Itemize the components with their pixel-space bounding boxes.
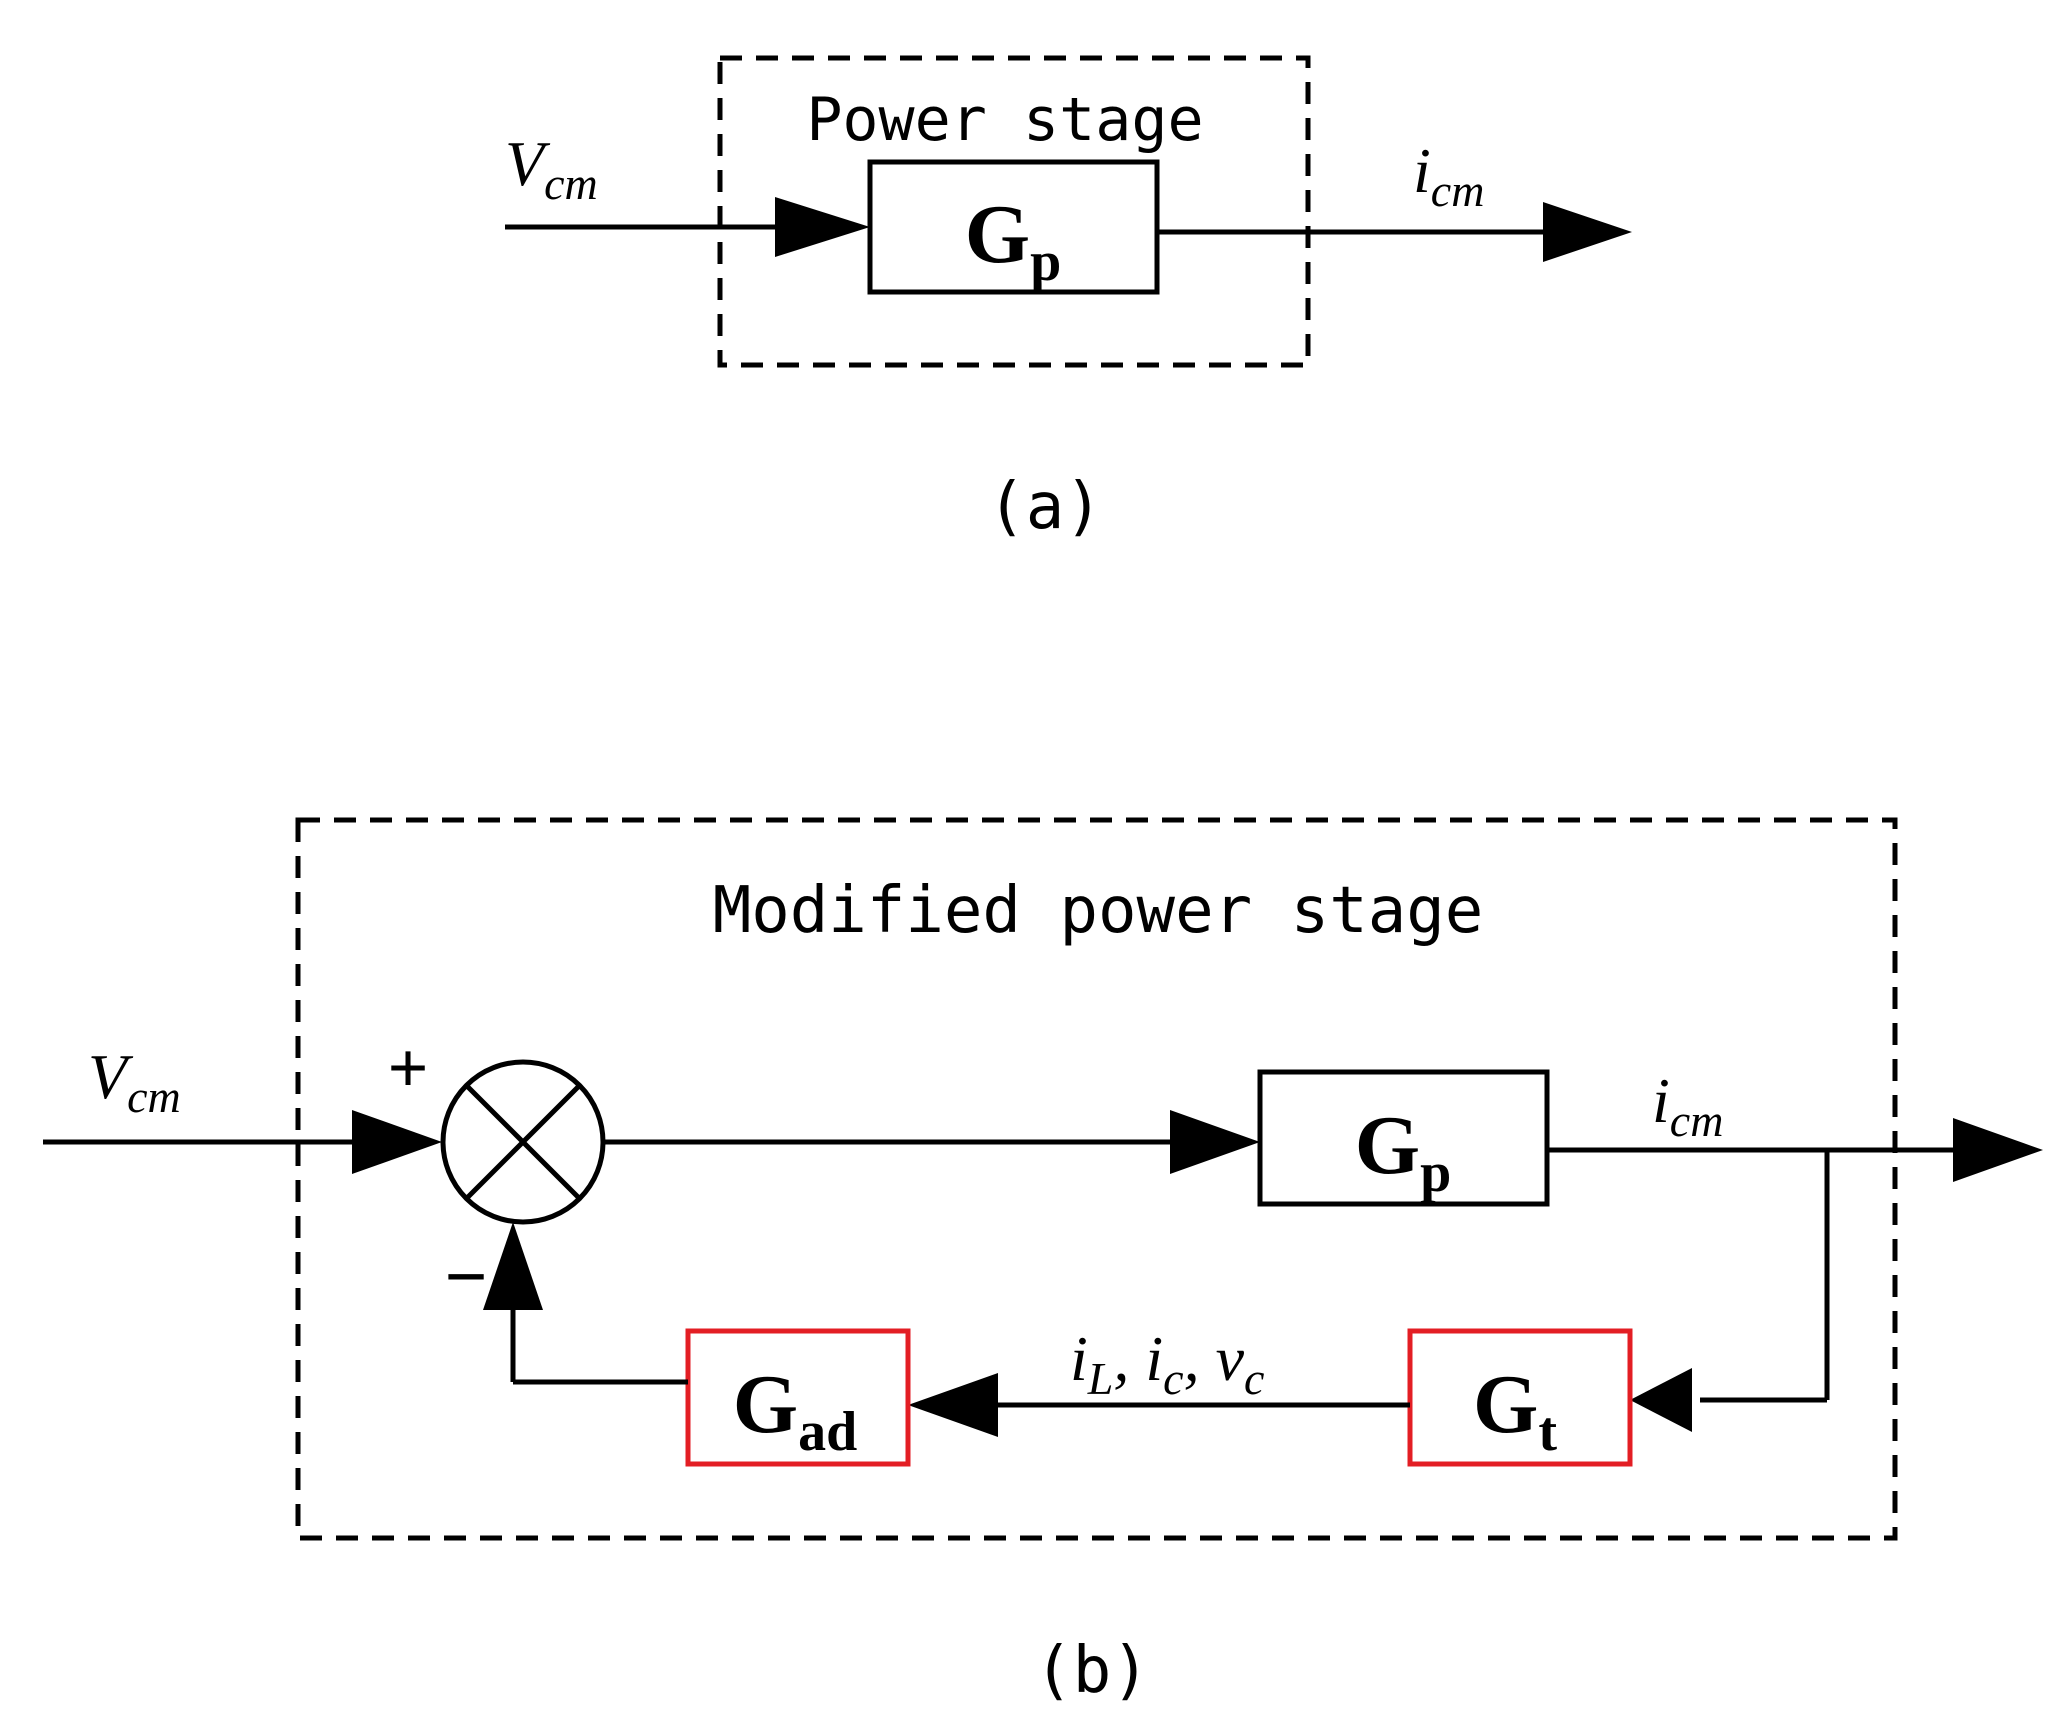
caption-b: (b) — [1034, 1634, 1150, 1708]
diagram-b: Modified power stage Vcm + − Gp icm — [43, 817, 2043, 1708]
input-label-b: Vcm — [88, 1041, 181, 1122]
feedback-signals-label: iL, ic, vc — [1070, 1323, 1264, 1404]
modified-power-stage-title: Modified power stage — [713, 874, 1484, 948]
gad-block — [685, 1328, 911, 1467]
gt-input-arrowhead — [1630, 1368, 1692, 1432]
output-arrowhead — [1543, 202, 1632, 262]
output-arrowhead-b — [1953, 1118, 2043, 1182]
gt-block-label: Gt — [1473, 1358, 1557, 1463]
input-label: Vcm — [505, 128, 598, 209]
modified-power-stage-boundary — [295, 817, 1898, 1541]
diagram-a: Power stage Vcm Gp icm (a) — [505, 55, 1632, 544]
minus-sign: − — [444, 1235, 487, 1319]
sum-feedback-arrowhead — [483, 1222, 543, 1310]
plus-sign: + — [387, 1028, 428, 1108]
output-label: icm — [1413, 135, 1484, 216]
output-label-b: icm — [1652, 1065, 1723, 1146]
power-stage-title: Power stage — [806, 85, 1203, 155]
gp-block-b-label: Gp — [1355, 1099, 1452, 1204]
input-arrowhead-b — [352, 1110, 442, 1174]
forward-arrowhead — [1170, 1110, 1260, 1174]
gt-block — [1407, 1328, 1633, 1467]
gp-block — [867, 159, 1160, 295]
power-stage-boundary — [717, 55, 1311, 368]
gp-block-b — [1257, 1069, 1550, 1207]
gad-input-arrowhead — [908, 1373, 998, 1437]
caption-a: (a) — [987, 470, 1103, 544]
summing-junction — [440, 1059, 606, 1225]
gp-block-label: Gp — [965, 188, 1062, 293]
input-arrowhead — [775, 197, 870, 257]
gad-block-label: Gad — [733, 1358, 858, 1463]
